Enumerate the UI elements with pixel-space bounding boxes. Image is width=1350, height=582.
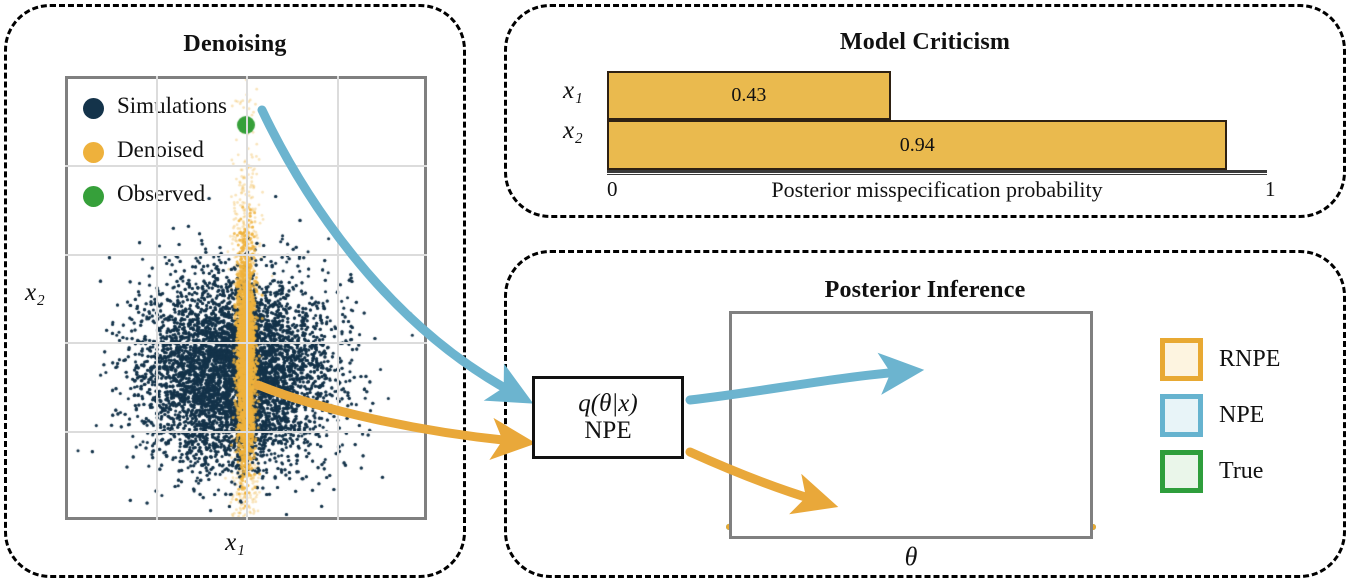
legend-label-denoised: Denoised — [117, 137, 204, 162]
scatter-plot: Simulations Denoised Observed — [65, 76, 427, 520]
axis-min-label: 0 — [607, 177, 618, 201]
bar-category-label-x2: x₂ — [563, 117, 583, 144]
legend-marker-observed — [83, 186, 104, 207]
density-x-axis-label: θ — [904, 542, 918, 571]
scatter-gridline-h — [65, 342, 427, 345]
scatter-x-axis-label: x₁ — [225, 529, 245, 556]
legend-row-npe: NPE — [1160, 394, 1280, 437]
npe-model-box: q(θ|x) NPE — [532, 376, 684, 459]
density-frame — [729, 311, 1093, 539]
bar-x2: 0.94 — [607, 120, 1228, 170]
criticism-x-axis-label: Posterior misspecification probability — [771, 177, 1103, 202]
axis-max-label: 1 — [1265, 177, 1276, 201]
legend-marker-denoised — [83, 142, 104, 163]
legend-label-npe: NPE — [1219, 402, 1265, 428]
npe-box-method-label: NPE — [584, 416, 632, 444]
legend-label-true: True — [1219, 458, 1264, 484]
criticism-axis-line-secondary — [607, 174, 1267, 175]
scatter-y-axis-label: x₂ — [25, 279, 45, 306]
density-plot — [726, 311, 1096, 539]
bar-x1: 0.43 — [607, 71, 891, 120]
scatter-gridline-v — [155, 76, 158, 520]
panel-denoising: Denoising x₂ x₁ Simulations Denoised Obs… — [4, 4, 466, 578]
bar-value-x1: 0.43 — [731, 84, 767, 106]
scatter-gridline-v — [336, 76, 339, 520]
criticism-bar-chart: x₁ x₂ 0.43 0.94 0 1 Posterior misspecifi… — [563, 69, 1323, 202]
npe-box-math-label: q(θ|x) — [578, 390, 638, 418]
legend-swatch-npe — [1160, 394, 1203, 437]
criticism-axis-line — [607, 170, 1267, 173]
panel-model-criticism: Model Criticism x₁ x₂ 0.43 0.94 0 1 Post… — [504, 4, 1346, 218]
legend-row-true: True — [1160, 450, 1280, 493]
scatter-gridline-h — [65, 253, 427, 256]
bar-value-x2: 0.94 — [899, 133, 935, 156]
legend-label-simulations: Simulations — [117, 93, 227, 118]
density-legend: RNPE NPE True — [1160, 338, 1280, 506]
panel-title-posterior-inference: Posterior Inference — [824, 277, 1026, 303]
scatter-gridline-h — [65, 164, 427, 167]
legend-label-observed: Observed — [117, 181, 206, 206]
scatter-gridline-h — [65, 431, 427, 434]
legend-row-rnpe: RNPE — [1160, 338, 1280, 381]
legend-label-rnpe: RNPE — [1219, 346, 1281, 372]
legend-swatch-rnpe — [1160, 338, 1203, 381]
legend-swatch-true — [1160, 450, 1203, 493]
bar-category-label-x1: x₁ — [563, 77, 583, 104]
panel-title-denoising: Denoising — [183, 31, 287, 57]
panel-title-model-criticism: Model Criticism — [839, 29, 1011, 55]
legend-marker-simulations — [83, 98, 104, 119]
scatter-gridline-v — [246, 76, 248, 520]
